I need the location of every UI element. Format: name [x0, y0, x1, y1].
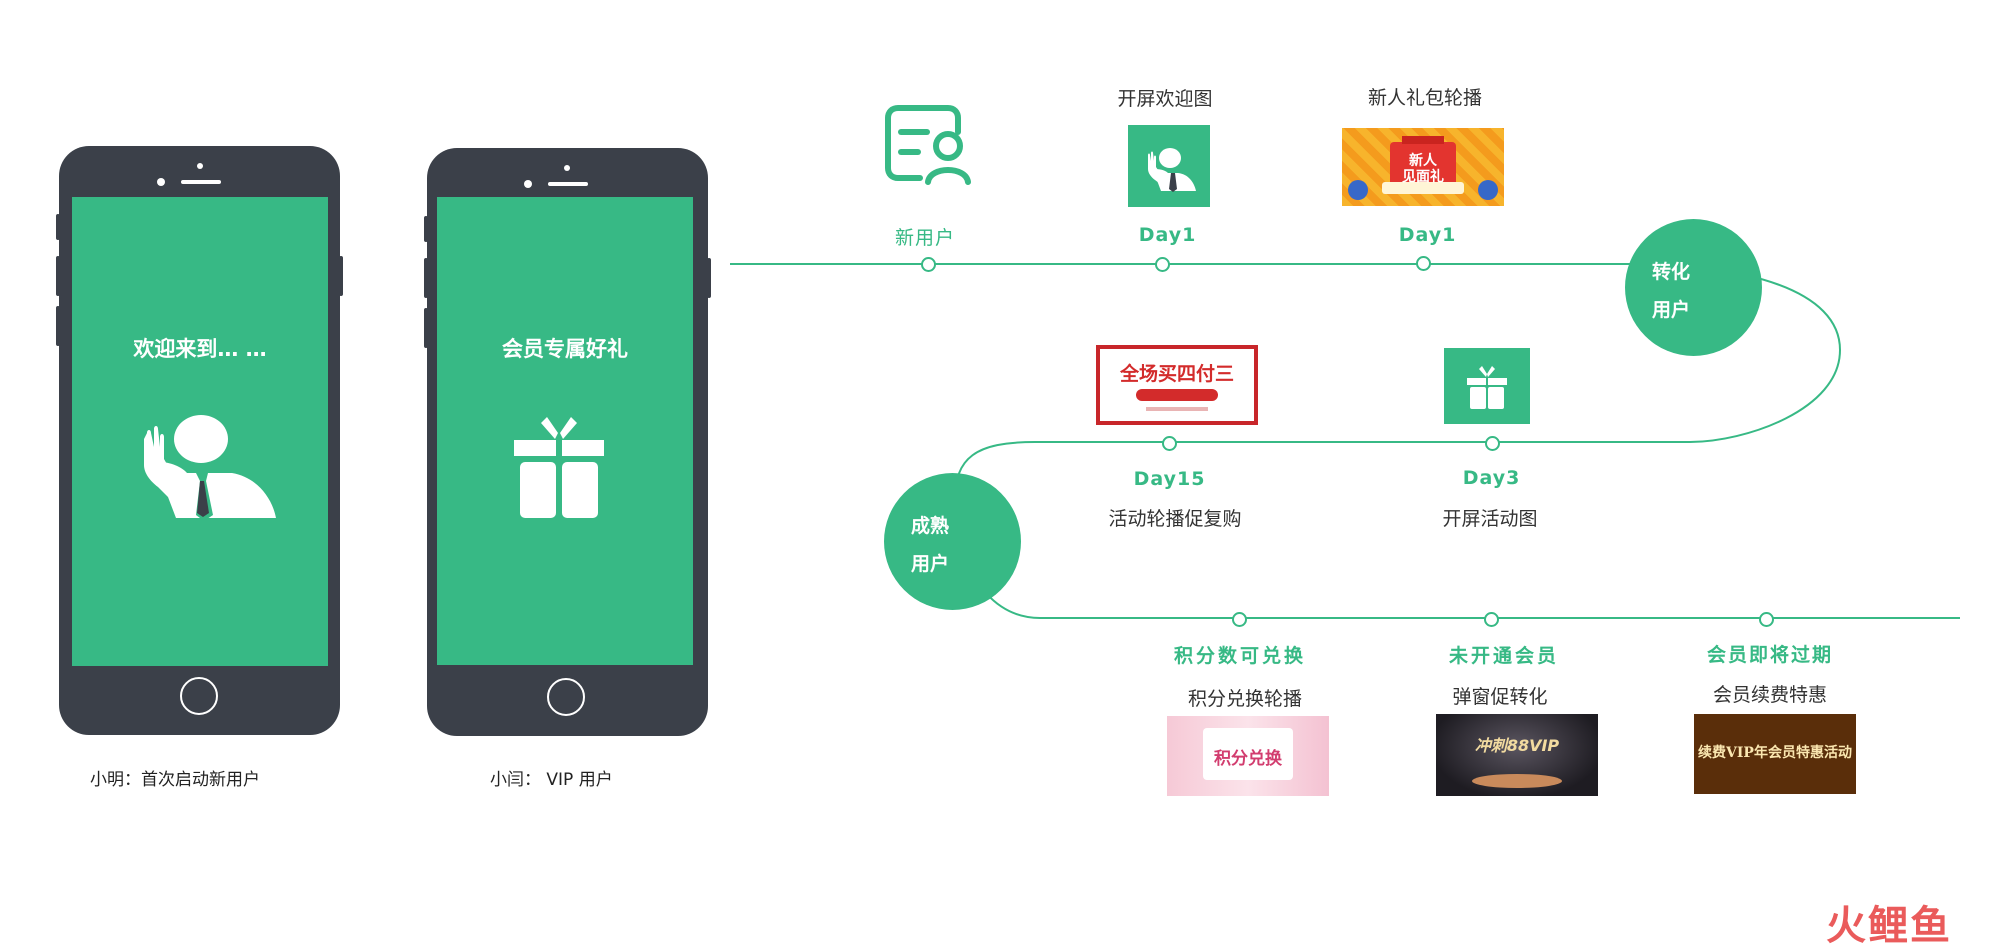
side-button	[707, 258, 711, 298]
banner-text: 积分兑换	[1214, 749, 1282, 769]
phone-speaker	[181, 180, 221, 184]
day-label: Day15	[1133, 468, 1206, 490]
side-button	[424, 308, 428, 348]
points-exchange-banner: 积分兑换	[1167, 716, 1329, 796]
side-button	[56, 256, 60, 296]
phone-sensor	[197, 163, 203, 169]
vip-renewal-banner: 续费VIP年会员特惠活动	[1694, 714, 1856, 794]
phone-mockup-1: 欢迎来到… …	[59, 146, 340, 735]
stage-label: 用户	[911, 553, 950, 575]
banner-text: 全场买四付三	[1119, 363, 1234, 385]
side-button	[339, 256, 343, 296]
points-carousel-title: 积分兑换轮播	[1187, 688, 1302, 710]
phone-camera	[157, 178, 165, 186]
phone-screen-2: 会员专属好礼	[437, 197, 693, 665]
banner-text: 新人	[1409, 153, 1437, 169]
watermark-logo: 火鲤鱼	[1826, 903, 1952, 949]
phone-caption-1: 小明：首次启动新用户	[90, 770, 260, 790]
gift-icon	[514, 417, 604, 518]
timeline-node	[1416, 256, 1431, 271]
welcome-splash-thumb	[1128, 125, 1210, 207]
condition-tag: 未开通会员	[1448, 645, 1559, 667]
stage-label: 转化	[1652, 261, 1691, 283]
newcomer-gift-banner: 新人 见面礼	[1342, 128, 1504, 206]
activity-splash-title: 开屏活动图	[1442, 508, 1538, 530]
timeline-node	[1759, 612, 1774, 627]
timeline-node	[1485, 436, 1500, 451]
condition-tag: 会员即将过期	[1706, 644, 1833, 666]
banner-platform	[1472, 774, 1562, 788]
promo-banner-buy4pay3: 全场买四付三	[1096, 345, 1258, 425]
phone-speaker	[548, 182, 588, 186]
timeline-node	[1162, 436, 1177, 451]
phone-caption-2: 小闫： VIP 用户	[490, 770, 613, 790]
gift-icon	[1467, 366, 1507, 409]
popup-conversion-title: 弹窗促转化	[1452, 686, 1548, 708]
side-button	[424, 216, 428, 242]
phone-screen-1: 欢迎来到… …	[72, 197, 328, 666]
stage-convert-user: 转化 用户	[1625, 219, 1762, 356]
home-button[interactable]	[180, 677, 218, 715]
banner-strip	[1136, 389, 1218, 401]
renewal-offer-title: 会员续费特惠	[1712, 684, 1827, 706]
phone-sensor	[564, 165, 570, 171]
vip-sprint-banner: 冲刺88VIP	[1436, 714, 1598, 796]
activity-splash-thumb	[1444, 348, 1530, 424]
day-label: Day1	[1398, 224, 1457, 246]
banner-card	[1203, 728, 1293, 780]
banner-strip	[1146, 407, 1208, 411]
timeline-node	[1155, 257, 1170, 272]
newcomer-gift-title: 新人礼包轮播	[1367, 87, 1482, 109]
gift-box-graphic	[1348, 136, 1498, 200]
condition-tag: 积分数可兑换	[1173, 645, 1306, 667]
timeline-node	[921, 257, 936, 272]
day-label: Day3	[1462, 467, 1521, 489]
side-button	[56, 214, 60, 240]
welcome-splash-title: 开屏欢迎图	[1117, 88, 1213, 110]
promo-carousel-title: 活动轮播促复购	[1108, 508, 1242, 530]
timeline-node	[1484, 612, 1499, 627]
phone-camera	[524, 180, 532, 188]
stage-label: 用户	[1652, 299, 1691, 321]
waving-user-icon	[144, 415, 276, 521]
waving-user-icon	[1148, 148, 1196, 192]
banner-text: 续费VIP年会员特惠活动	[1698, 745, 1852, 761]
banner-text: 见面礼	[1402, 169, 1444, 185]
phone-mockup-2: 会员专属好礼	[427, 148, 708, 736]
side-button	[424, 258, 428, 298]
stage-mature-user: 成熟 用户	[884, 473, 1021, 610]
home-button[interactable]	[547, 678, 585, 716]
timeline-node	[1232, 612, 1247, 627]
screen-title: 欢迎来到… …	[133, 337, 267, 361]
screen-title: 会员专属好礼	[502, 337, 628, 361]
day-label: Day1	[1138, 224, 1197, 246]
stage-label: 成熟	[911, 515, 950, 537]
banner-text: 冲刺88VIP	[1474, 736, 1560, 755]
new-user-label: 新用户	[894, 227, 955, 249]
side-button	[56, 306, 60, 346]
